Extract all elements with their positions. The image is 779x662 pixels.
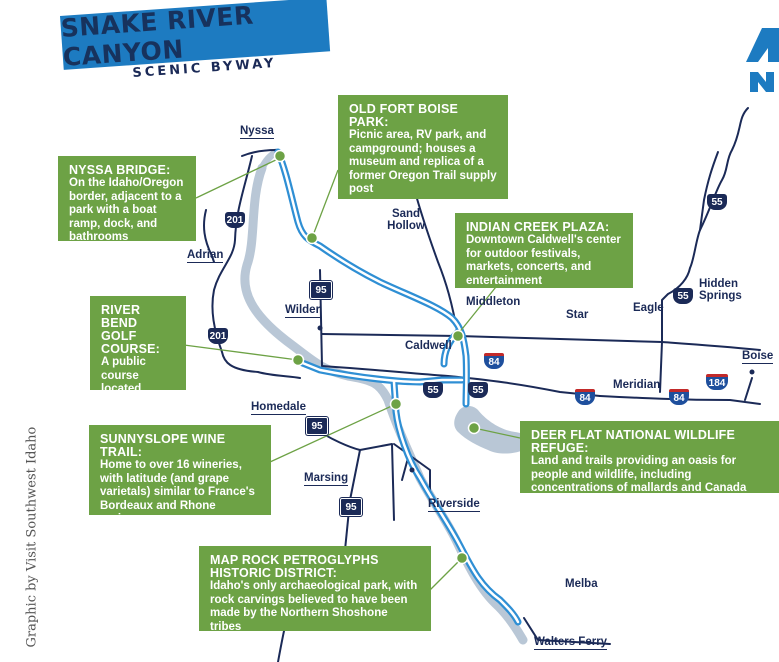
interstate-shield-i84-meridian-east: 84 bbox=[669, 389, 689, 405]
corner-logo-icon bbox=[746, 28, 779, 92]
callout-river-bend-golf-course[interactable]: RIVER BEND GOLF COURSE: A public course … bbox=[90, 296, 186, 449]
callout-old-fort-boise-park[interactable]: OLD FORT BOISE PARK: Picnic area, RV par… bbox=[338, 95, 508, 199]
site-marker-deer-flat[interactable] bbox=[467, 421, 481, 435]
town-dots bbox=[317, 325, 755, 473]
callout-nyssa-bridge[interactable]: NYSSA BRIDGE: On the Idaho/Oregon border… bbox=[58, 156, 196, 243]
callout-deer-flat-refuge[interactable]: DEER FLAT NATIONAL WILDLIFE REFUGE: Land… bbox=[520, 421, 779, 508]
site-marker-old-fort-boise[interactable] bbox=[305, 231, 319, 245]
callout-body: Idaho's only archaeological park, with r… bbox=[210, 580, 418, 633]
lake-lowell bbox=[454, 406, 531, 454]
town-label-caldwell: Caldwell bbox=[405, 340, 452, 352]
callout-map-rock-petroglyphs[interactable]: MAP ROCK PETROGLYPHS HISTORIC DISTRICT: … bbox=[199, 546, 431, 633]
town-label-hidden-springs: Hidden Springs bbox=[699, 278, 742, 302]
town-label-walters-ferry: Walters Ferry bbox=[534, 636, 608, 650]
highway-shield-us95-wilder: 95 bbox=[310, 281, 332, 299]
highway-shield-id55-north: 55 bbox=[707, 194, 727, 210]
highway-shield-or201-south: 201 bbox=[208, 328, 228, 344]
town-label-adrian: Adrian bbox=[187, 249, 224, 263]
highway-shield-id55-junction: 55 bbox=[673, 288, 693, 304]
byway-route bbox=[274, 148, 522, 626]
town-label-marsing: Marsing bbox=[304, 472, 349, 486]
highway-shield-or201-north: 201 bbox=[225, 212, 245, 228]
site-marker-nyssa-bridge[interactable] bbox=[273, 149, 287, 163]
interstate-shield-i184: 184 bbox=[706, 374, 728, 390]
highway-shield-id55-center: 55 bbox=[423, 382, 443, 398]
town-label-meridian: Meridian bbox=[613, 379, 661, 391]
callout-title: MAP ROCK PETROGLYPHS HISTORIC DISTRICT: bbox=[210, 553, 379, 580]
town-label-boise: Boise bbox=[742, 350, 774, 364]
site-marker-indian-creek[interactable] bbox=[451, 329, 465, 343]
site-marker-river-bend[interactable] bbox=[291, 353, 305, 367]
site-marker-map-rock[interactable] bbox=[455, 551, 469, 565]
town-label-sand-hollow: Sand Hollow bbox=[387, 208, 425, 232]
callout-body: Picnic area, RV park, and campground; ho… bbox=[349, 129, 497, 195]
town-label-middleton: Middleton bbox=[466, 296, 521, 308]
callout-indian-creek-plaza[interactable]: INDIAN CREEK PLAZA: Downtown Caldwell's … bbox=[455, 213, 633, 288]
callout-title: INDIAN CREEK PLAZA: bbox=[466, 220, 610, 234]
interstate-shield-i84-meridian-west: 84 bbox=[575, 389, 595, 405]
highway-shield-us95-marsing: 95 bbox=[340, 498, 362, 516]
interstate-shield-i84-caldwell: 84 bbox=[484, 353, 504, 369]
highway-shield-us95-homedale: 95 bbox=[306, 417, 328, 435]
callout-title: NYSSA BRIDGE: bbox=[69, 163, 171, 177]
town-label-star: Star bbox=[566, 309, 589, 321]
callout-sunnyslope-wine-trail[interactable]: SUNNYSLOPE WINE TRAIL: Home to over 16 w… bbox=[89, 425, 271, 525]
callout-title: RIVER BEND GOLF COURSE: bbox=[101, 303, 161, 356]
callout-body: On the Idaho/Oregon border, adjacent to … bbox=[69, 177, 184, 243]
callout-body: Downtown Caldwell's center for outdoor f… bbox=[466, 234, 621, 287]
town-label-nyssa: Nyssa bbox=[240, 125, 274, 139]
town-label-riverside: Riverside bbox=[428, 498, 480, 512]
site-marker-sunnyslope[interactable] bbox=[389, 397, 403, 411]
callout-title: SUNNYSLOPE WINE TRAIL: bbox=[100, 432, 226, 459]
photo-credit: Graphic by Visit Southwest Idaho bbox=[24, 426, 40, 648]
town-label-eagle: Eagle bbox=[633, 302, 664, 314]
highway-shield-id55-east: 55 bbox=[468, 382, 488, 398]
callout-body: Home to over 16 wineries, with latitude … bbox=[100, 459, 255, 525]
site-markers bbox=[273, 149, 481, 565]
town-label-wilder: Wilder bbox=[285, 304, 321, 318]
town-label-homedale: Homedale bbox=[251, 401, 306, 415]
town-label-melba: Melba bbox=[565, 578, 598, 590]
callout-title: DEER FLAT NATIONAL WILDLIFE REFUGE: bbox=[531, 428, 735, 455]
callout-title: OLD FORT BOISE PARK: bbox=[349, 102, 459, 129]
callout-body: Land and trails providing an oasis for p… bbox=[531, 455, 747, 508]
